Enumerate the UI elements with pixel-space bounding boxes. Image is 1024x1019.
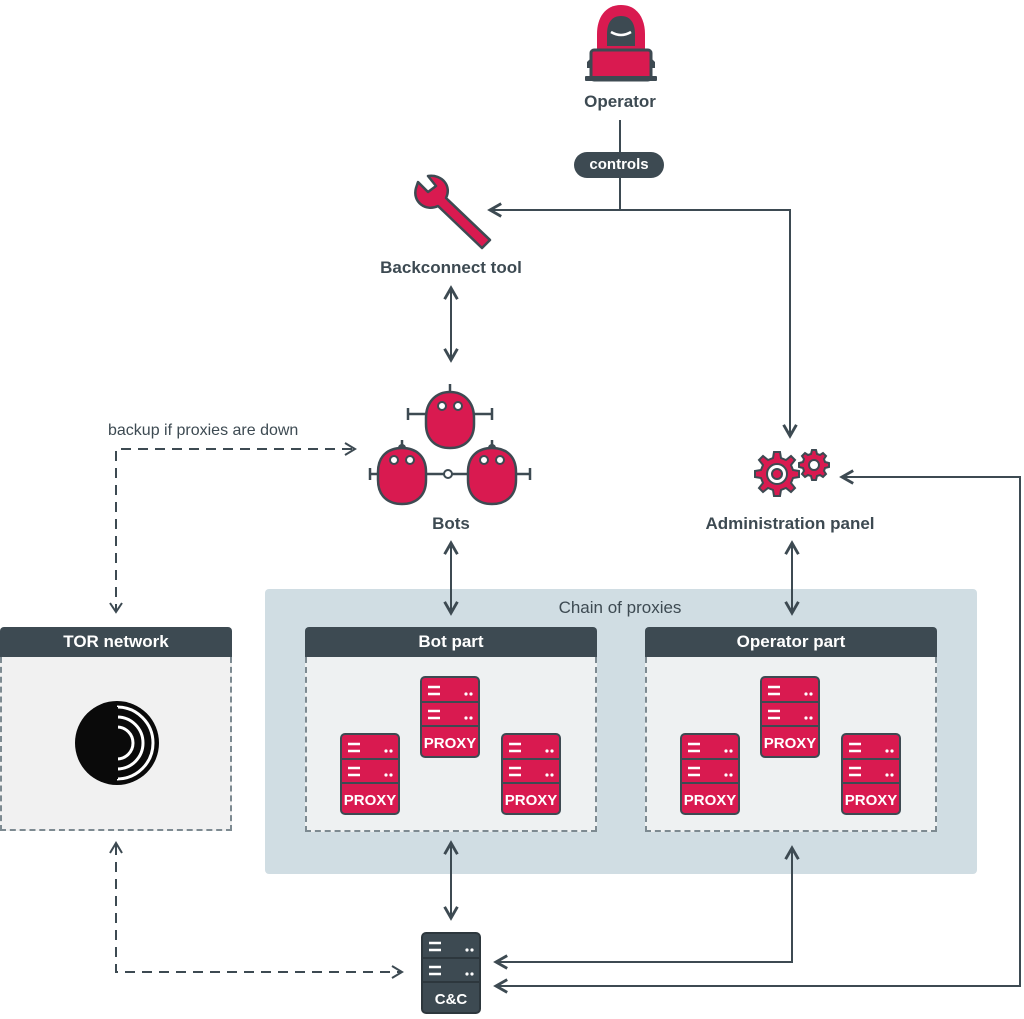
proxy-label: PROXY (504, 792, 558, 809)
gears-icon (754, 449, 830, 497)
tor-network-panel (0, 657, 232, 831)
bots-label: Bots (432, 514, 470, 533)
dashed-backup-line (115, 448, 352, 612)
proxy-server: PROXY (420, 676, 480, 763)
arrow-cc-admin (493, 469, 1021, 994)
operator-label: Operator (584, 92, 656, 111)
wrench-icon (414, 174, 492, 250)
admin-panel-label: Administration panel (705, 514, 875, 533)
proxy-server: PROXY (680, 733, 740, 820)
bot-part-header: Bot part (305, 627, 597, 657)
backup-label: backup if proxies are down (108, 422, 299, 439)
tor-icon (75, 701, 159, 785)
cc-label: C&C (434, 991, 468, 1008)
proxy-label: PROXY (683, 792, 737, 809)
proxy-label: PROXY (844, 792, 898, 809)
proxy-label: PROXY (763, 735, 817, 752)
proxy-server: PROXY (501, 733, 561, 820)
proxy-label: PROXY (343, 792, 397, 809)
hacker-icon (585, 5, 657, 82)
proxy-server: PROXY (340, 733, 400, 820)
tor-network-header: TOR network (0, 627, 232, 657)
proxy-label: PROXY (423, 735, 477, 752)
arrow-operatorpart-cc (493, 845, 800, 970)
dashed-tor-cc-line (115, 845, 400, 973)
proxy-server: PROXY (760, 676, 820, 763)
cc-server: C&C (421, 932, 481, 1019)
bots-icon (368, 384, 532, 506)
controls-label: controls (574, 152, 664, 178)
backconnect-tool-label: Backconnect tool (380, 258, 522, 277)
arrow-to-admin (620, 209, 798, 439)
proxy-server: PROXY (841, 733, 901, 820)
operator-part-header: Operator part (645, 627, 937, 657)
